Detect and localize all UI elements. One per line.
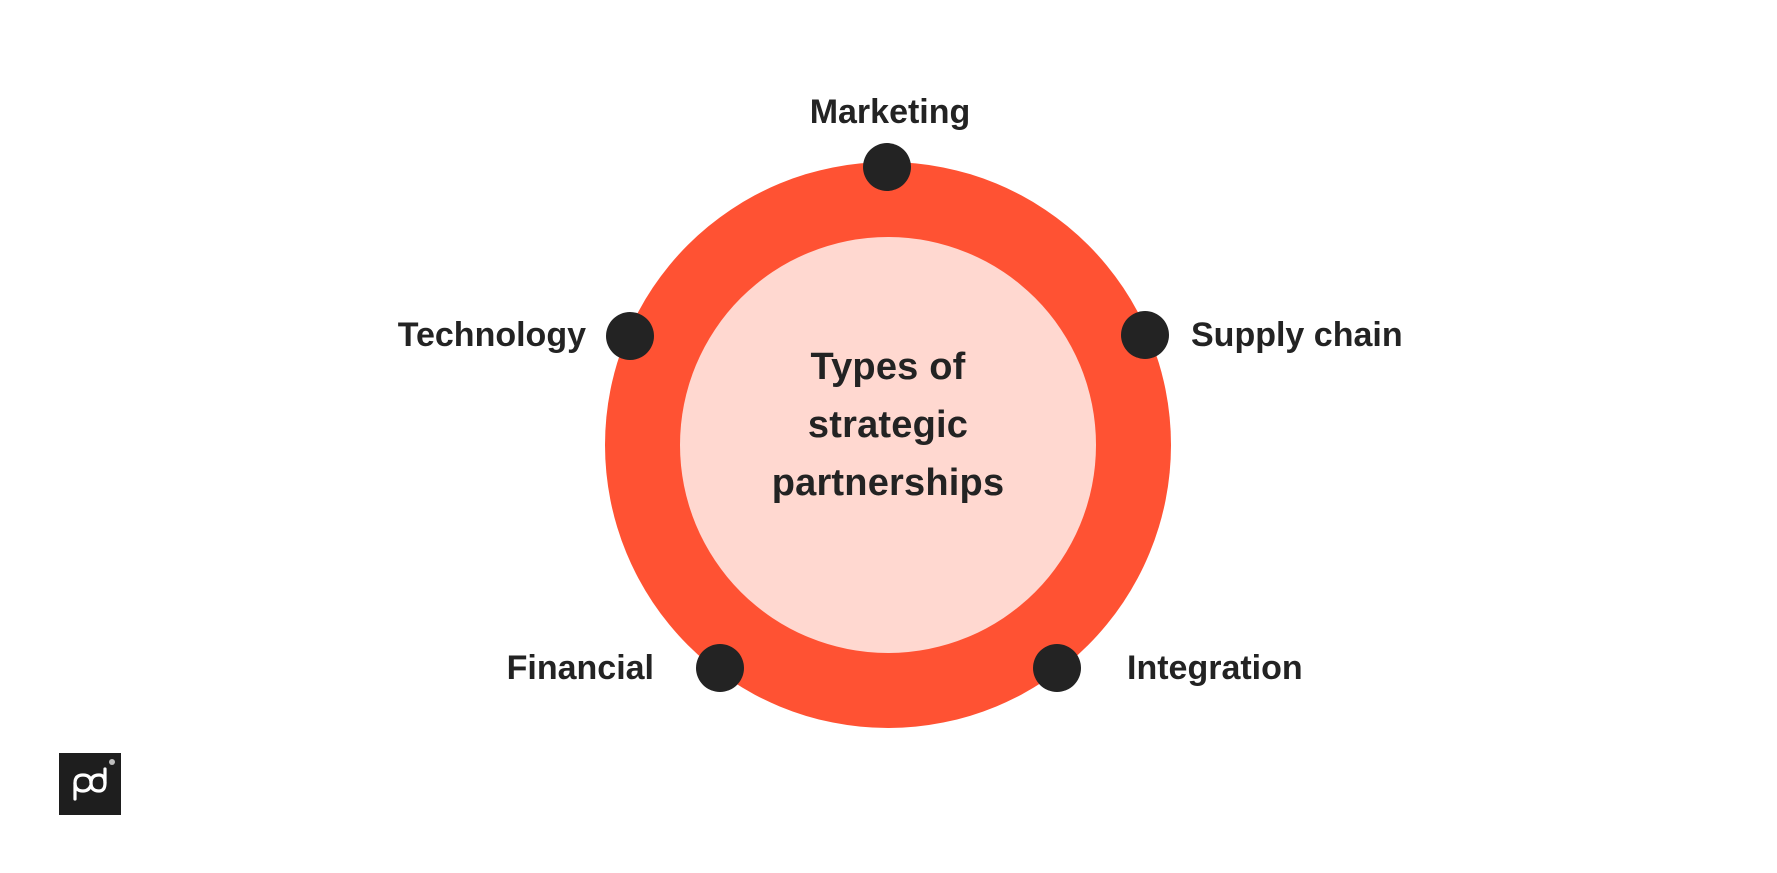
node-dot-marketing	[863, 143, 911, 191]
node-dot-integration	[1033, 644, 1081, 692]
title-line-2: strategic	[807, 404, 969, 446]
pd-logo-icon	[73, 759, 115, 801]
node-label-marketing: Marketing	[809, 93, 971, 131]
diagram-title: Types of strategic partnerships	[700, 338, 1076, 512]
node-label-integration: Integration	[1127, 649, 1303, 687]
node-label-financial: Financial	[506, 649, 654, 687]
pd-logo	[59, 753, 121, 815]
node-label-supply-chain: Supply chain	[1191, 316, 1403, 354]
node-dot-supply-chain	[1121, 311, 1169, 359]
node-label-technology: Technology	[397, 316, 586, 354]
title-line-3: partnerships	[771, 462, 1005, 504]
inner-circle	[680, 237, 1096, 653]
node-dot-technology	[606, 312, 654, 360]
title-line-1: Types of	[810, 346, 966, 388]
node-dot-financial	[696, 644, 744, 692]
